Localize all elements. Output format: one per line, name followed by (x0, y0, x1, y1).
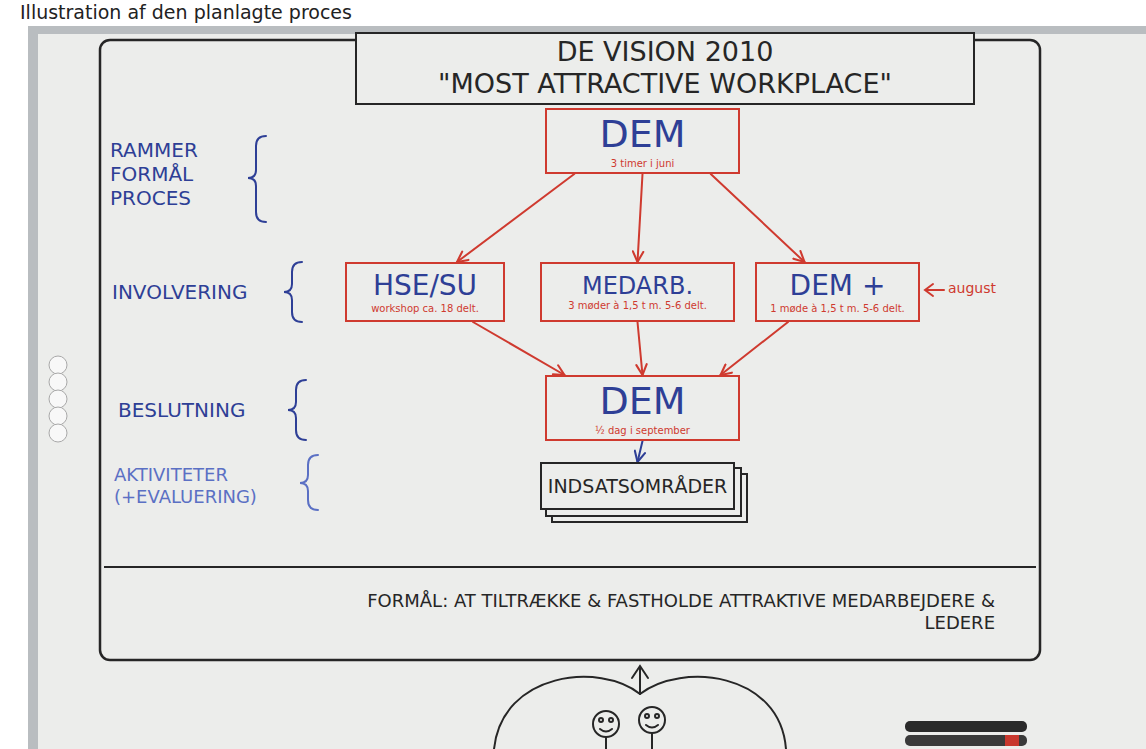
marker-cap-band (1005, 735, 1019, 746)
page-heading: Illustration af den planlagte proces (20, 1, 352, 23)
label-text: INVOLVERING (112, 280, 290, 304)
process-box: MEDARB.3 møder à 1,5 t m. 5-6 delt. (540, 262, 735, 322)
box-title: DEM (599, 112, 685, 158)
outer-frame (100, 40, 1040, 660)
smile (646, 725, 658, 728)
magnet (49, 373, 67, 391)
phase-label: INVOLVERING (112, 280, 290, 304)
august-leader (925, 284, 944, 296)
box-title: FORMÅL: AT TILTRÆKKE & FASTHOLDE ATTRAKT… (295, 590, 995, 633)
brace (284, 262, 302, 322)
box-title: MEDARB. (582, 272, 693, 301)
eye (599, 718, 603, 722)
flow-arrow (721, 322, 789, 375)
magnet (49, 390, 67, 408)
stacked-sheets (546, 468, 747, 522)
purpose-band: FORMÅL: AT TILTRÆKKE & FASTHOLDE ATTRAKT… (104, 566, 1036, 656)
brace (288, 380, 306, 440)
box-note: 3 timer i juni (611, 158, 675, 170)
month-note: august (948, 280, 1028, 297)
magnet (49, 424, 67, 442)
flow-arrow (638, 322, 643, 375)
flow-arrow (638, 174, 643, 262)
box-title: DEM + (790, 269, 886, 303)
phase-label: RAMMER FORMÅL PROCES (110, 138, 228, 210)
face (593, 711, 619, 737)
body (605, 737, 607, 749)
box-title: INDSATSOMRÅDER (548, 475, 727, 498)
process-box: HSE/SUworkshop ca. 18 delt. (345, 262, 505, 322)
board-surface (38, 34, 1146, 749)
label-text: BESLUTNING (118, 398, 290, 422)
flow-arrow (638, 441, 643, 462)
box-note: 3 møder à 1,5 t m. 5-6 delt. (568, 300, 707, 312)
marker-pen (905, 721, 1027, 732)
board-frame (28, 26, 1146, 749)
title-box: DE VISION 2010"MOST ATTRACTIVE WORKPLACE… (355, 32, 975, 105)
label-text: RAMMER FORMÅL PROCES (110, 138, 228, 210)
braces (248, 136, 318, 510)
leader-line (926, 289, 944, 291)
box-note: "MOST ATTRACTIVE WORKPLACE" (438, 68, 892, 100)
phase-label: BESLUTNING (118, 398, 290, 422)
box-title: HSE/SU (373, 269, 477, 303)
up-arrow-head (632, 666, 648, 678)
body (651, 733, 653, 749)
phase-label: AKTIVITETER (+EVALUERING) (114, 464, 298, 507)
eye (655, 714, 659, 718)
brace (248, 136, 266, 222)
smile (600, 729, 612, 732)
brace (300, 455, 318, 510)
flow-arrow (457, 174, 574, 262)
leader-head (925, 284, 933, 296)
magnet (49, 407, 67, 425)
people-drawing (494, 666, 786, 749)
stacked-box: INDSATSOMRÅDER (540, 462, 735, 510)
face (639, 707, 665, 733)
label-text: AKTIVITETER (+EVALUERING) (114, 464, 298, 507)
up-arrow (639, 668, 641, 694)
box-title: DEM (599, 379, 685, 425)
heading-text: Illustration af den planlagte proces (20, 1, 352, 23)
eye (645, 714, 649, 718)
box-title: DE VISION 2010 (557, 36, 774, 68)
magnet (49, 356, 67, 374)
process-box: DEM +1 møde à 1,5 t m. 5-6 delt. (755, 262, 920, 322)
markers (905, 721, 1027, 746)
marker-pen (905, 735, 1027, 746)
flow-arrow (711, 174, 805, 262)
magnets (49, 356, 67, 442)
eye (609, 718, 613, 722)
process-box: DEM3 timer i juni (545, 108, 740, 174)
process-box: DEM½ dag i september (545, 375, 740, 441)
box-note: workshop ca. 18 delt. (371, 303, 479, 315)
flow-arrow (473, 322, 565, 375)
label-text: august (948, 280, 1028, 297)
box-note: 1 møde à 1,5 t m. 5-6 delt. (770, 303, 905, 315)
box-note: ½ dag i september (595, 425, 690, 437)
